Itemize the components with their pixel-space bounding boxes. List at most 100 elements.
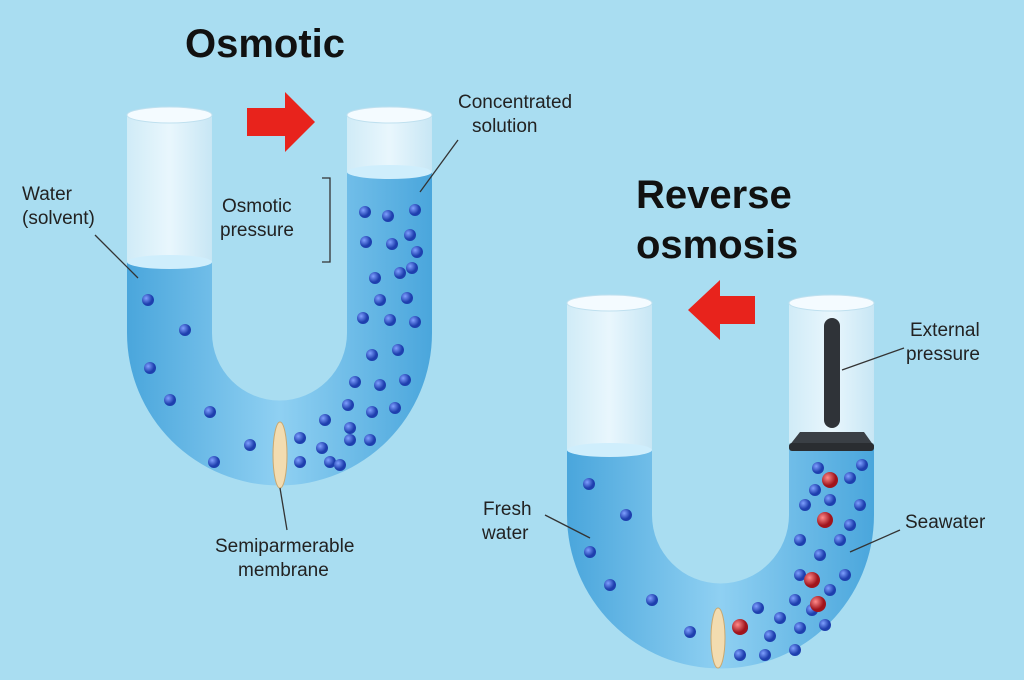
right-arrow-icon bbox=[247, 92, 315, 152]
particle bbox=[839, 569, 851, 581]
reverse-u-tube bbox=[566, 294, 875, 669]
left-arrow-icon bbox=[688, 280, 755, 340]
particle bbox=[334, 459, 346, 471]
semipermeable-membrane bbox=[272, 421, 288, 489]
particle bbox=[604, 579, 616, 591]
particle bbox=[360, 236, 372, 248]
concentrated-label-1: Concentrated bbox=[458, 92, 572, 113]
concentrated-label-2: solution bbox=[472, 116, 538, 137]
particle bbox=[819, 619, 831, 631]
particle bbox=[854, 499, 866, 511]
particle bbox=[804, 572, 820, 588]
osmotic-particles bbox=[142, 204, 423, 471]
fresh-water-label-1: Fresh bbox=[483, 499, 532, 520]
right-arm-glass bbox=[347, 115, 432, 172]
particle bbox=[810, 596, 826, 612]
particle bbox=[179, 324, 191, 336]
osmotic-u-tube bbox=[126, 106, 433, 489]
particle bbox=[812, 462, 824, 474]
particle bbox=[349, 376, 361, 388]
particle bbox=[394, 267, 406, 279]
particle bbox=[411, 246, 423, 258]
particle bbox=[646, 594, 658, 606]
particle bbox=[752, 602, 764, 614]
fresh-water-label-2: water bbox=[481, 523, 529, 544]
seawater-label: Seawater bbox=[905, 512, 986, 533]
particle bbox=[817, 512, 833, 528]
piston-rod bbox=[824, 318, 840, 428]
particle bbox=[764, 630, 776, 642]
particle bbox=[366, 349, 378, 361]
particle bbox=[244, 439, 256, 451]
particle bbox=[164, 394, 176, 406]
particle bbox=[404, 229, 416, 241]
particle bbox=[344, 422, 356, 434]
particle bbox=[319, 414, 331, 426]
particle bbox=[399, 374, 411, 386]
particle bbox=[734, 649, 746, 661]
particle bbox=[794, 622, 806, 634]
particle bbox=[794, 534, 806, 546]
particle bbox=[386, 238, 398, 250]
reverse-particles bbox=[583, 459, 868, 661]
membrane-label-1: Semiparmerable bbox=[215, 536, 354, 557]
particle bbox=[844, 519, 856, 531]
osmotic-pressure-label-2: pressure bbox=[220, 220, 294, 241]
particle bbox=[759, 649, 771, 661]
pressure-bracket bbox=[322, 177, 331, 263]
particle bbox=[324, 456, 336, 468]
particle bbox=[342, 399, 354, 411]
particle bbox=[374, 294, 386, 306]
particle bbox=[294, 432, 306, 444]
particle bbox=[366, 406, 378, 418]
semipermeable-membrane-reverse bbox=[710, 607, 726, 669]
particle bbox=[406, 262, 418, 274]
particle bbox=[359, 206, 371, 218]
particle bbox=[620, 509, 632, 521]
left-arm-glass bbox=[127, 115, 212, 262]
particle bbox=[409, 316, 421, 328]
particle bbox=[384, 314, 396, 326]
particle bbox=[374, 379, 386, 391]
particle bbox=[409, 204, 421, 216]
osmotic-title: Osmotic bbox=[185, 22, 345, 66]
particle bbox=[799, 499, 811, 511]
external-pressure-label-1: External bbox=[910, 320, 980, 341]
particle bbox=[208, 456, 220, 468]
particle bbox=[583, 478, 595, 490]
particle bbox=[794, 569, 806, 581]
piston-head bbox=[789, 432, 874, 446]
particle bbox=[392, 344, 404, 356]
particle bbox=[822, 472, 838, 488]
particle bbox=[844, 472, 856, 484]
particle bbox=[824, 584, 836, 596]
membrane-label-2: membrane bbox=[238, 560, 329, 581]
particle bbox=[144, 362, 156, 374]
osmotic-water bbox=[127, 172, 432, 486]
particle bbox=[382, 210, 394, 222]
particle bbox=[369, 272, 381, 284]
reverse-title-2: osmosis bbox=[636, 223, 798, 267]
water-label-2: (solvent) bbox=[22, 208, 95, 229]
particle bbox=[142, 294, 154, 306]
particle bbox=[294, 456, 306, 468]
particle bbox=[834, 534, 846, 546]
osmotic-pressure-label-1: Osmotic bbox=[222, 196, 292, 217]
water-label-1: Water bbox=[22, 184, 73, 205]
particle bbox=[389, 402, 401, 414]
particle bbox=[789, 594, 801, 606]
external-pressure-label-2: pressure bbox=[906, 344, 980, 365]
particle bbox=[344, 434, 356, 446]
particle bbox=[774, 612, 786, 624]
particle bbox=[732, 619, 748, 635]
particle bbox=[809, 484, 821, 496]
particle bbox=[204, 406, 216, 418]
particle bbox=[584, 546, 596, 558]
reverse-title-1: Reverse bbox=[636, 173, 792, 217]
particle bbox=[357, 312, 369, 324]
particle bbox=[814, 549, 826, 561]
particle bbox=[824, 494, 836, 506]
particle bbox=[789, 644, 801, 656]
particle bbox=[684, 626, 696, 638]
